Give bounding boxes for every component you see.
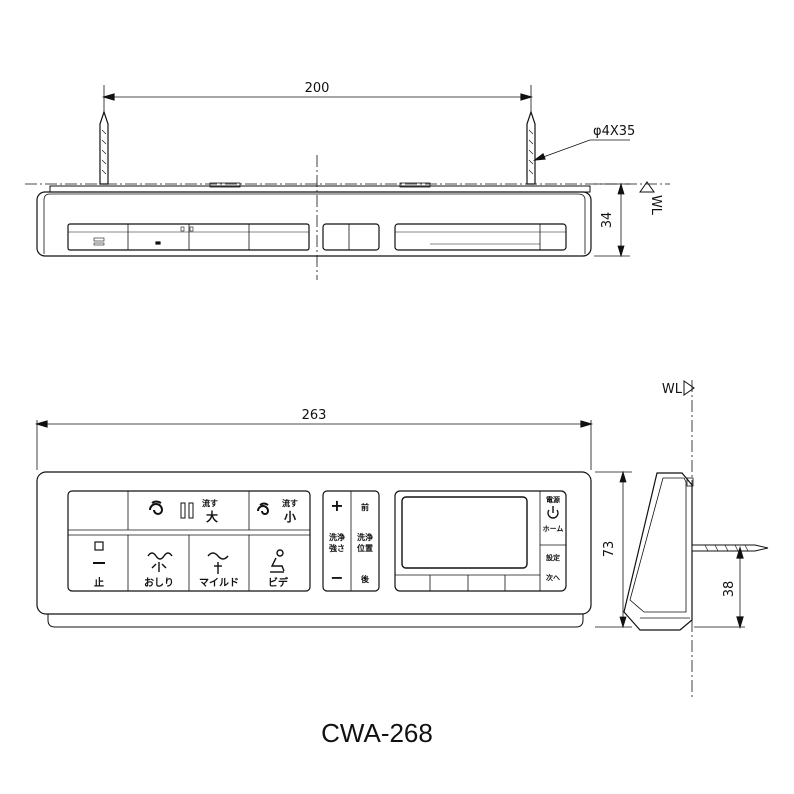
minus-icon: − xyxy=(330,568,343,587)
strength-column: + 洗浄 強さ − xyxy=(329,496,345,587)
front-label: 前 xyxy=(361,502,369,512)
top-height-dimension xyxy=(594,181,655,258)
position-label-1: 洗浄 xyxy=(357,532,373,542)
screw-right xyxy=(526,110,536,185)
oshiri-label: おしり xyxy=(144,577,174,589)
home-label: ホーム xyxy=(543,525,564,533)
flush-small-label: 小 xyxy=(284,509,296,524)
screw-span-label: 200 xyxy=(305,81,330,96)
side-height-label: 38 xyxy=(722,581,737,598)
settings-label: 設定 xyxy=(546,553,560,562)
flush-swirl-small-icon xyxy=(257,502,270,515)
stop-label: 止 xyxy=(94,576,104,589)
stop-bar-icon xyxy=(93,562,105,564)
mild-spray-icon xyxy=(207,552,229,574)
front-view xyxy=(34,420,594,628)
oshiri-spray-icon xyxy=(147,552,173,572)
front-height-dimension xyxy=(595,470,632,629)
power-label: 電源 xyxy=(546,495,560,504)
next-label: 次へ xyxy=(546,573,560,582)
strength-label-1: 洗浄 xyxy=(329,532,345,542)
settings-button: 設定 次へ xyxy=(546,553,560,582)
top-height-label: 34 xyxy=(600,212,615,229)
mild-button: マイルド xyxy=(199,552,239,589)
flush-large-button: 流す 大 xyxy=(149,498,218,524)
mild-label: マイルド xyxy=(199,577,239,589)
right-button-panel xyxy=(394,490,567,592)
bidet-person-icon xyxy=(270,549,285,573)
screw-left xyxy=(99,110,109,185)
wl-top-label: WL xyxy=(648,195,663,216)
width-label: 263 xyxy=(302,408,327,423)
power-button: 電源 ホーム xyxy=(543,495,564,533)
flush-large-label: 大 xyxy=(206,509,218,524)
flush-swirl-icon xyxy=(149,500,164,515)
lcd-screen xyxy=(401,496,528,569)
flush-small-button: 流す 小 xyxy=(257,498,298,524)
position-column: 前 洗浄 位置 後 xyxy=(357,502,373,584)
screw-spec-label: φ4X35 xyxy=(593,124,635,139)
flush-small-small-label: 流す xyxy=(282,498,298,508)
plus-icon: + xyxy=(330,496,343,515)
side-view xyxy=(623,380,769,700)
bidet-button: ビデ xyxy=(268,549,289,589)
wl-side-label: WL xyxy=(662,382,683,397)
model-title: CWA-268 xyxy=(321,718,433,748)
height-label: 73 xyxy=(602,541,617,558)
oshiri-button: おしり xyxy=(144,552,174,589)
back-label: 後 xyxy=(361,574,370,584)
stop-square-icon xyxy=(94,541,104,551)
stop-button: 止 xyxy=(93,541,105,589)
strength-label-2: 強さ xyxy=(329,543,345,553)
top-view xyxy=(25,85,670,280)
flush-large-small-label: 流す xyxy=(202,498,218,508)
power-icon xyxy=(547,506,559,519)
position-label-2: 位置 xyxy=(357,543,373,553)
bidet-label: ビデ xyxy=(268,576,289,589)
